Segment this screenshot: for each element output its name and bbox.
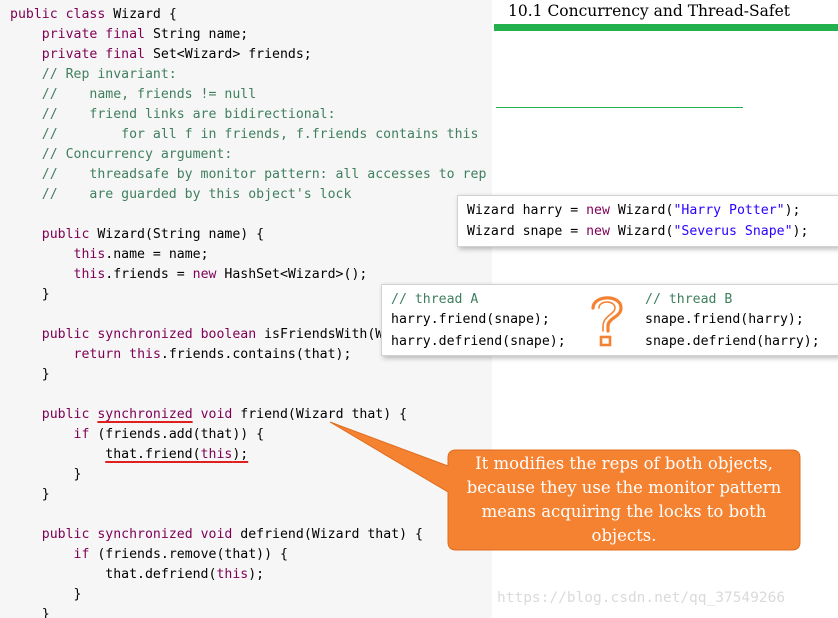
code-line: // name, friends != null (41, 87, 257, 102)
code-line: that.friend(this); (105, 447, 249, 462)
thread-b-comment: // thread B (645, 292, 733, 307)
code-line: } (10, 467, 82, 482)
code-string: "Severus Snape" (673, 224, 793, 239)
thread-a-comment: // thread A (391, 292, 479, 307)
header-accent-bar (494, 24, 838, 31)
thread-a-line1: harry.friend(snape); (391, 312, 550, 327)
thread-b-line1: snape.friend(harry); (645, 312, 804, 327)
code-keyword: new (586, 224, 610, 239)
divider-line (496, 107, 743, 108)
code-line-harry: Wizard harry = new Wizard("Harry Potter"… (467, 200, 801, 221)
code-line-snape: Wizard snape = new Wizard("Severus Snape… (467, 221, 808, 242)
code-line: // are guarded by this object's lock (41, 187, 352, 202)
section-title: 10.1 Concurrency and Thread-Safet (508, 2, 790, 20)
code-text: Wizard( (609, 203, 674, 218)
code-line: // threadsafe by monitor pattern: all ac… (41, 167, 487, 182)
code-line: public Wizard(String name) { (41, 227, 265, 242)
code-line: } (10, 367, 50, 382)
code-line: if (friends.add(that)) { (73, 427, 265, 442)
code-line: // for all f in friends, f.friends conta… (41, 127, 479, 142)
question-mark-icon (591, 296, 623, 347)
thread-a-line2: harry.defriend(snape); (391, 334, 566, 349)
watermark: https://blog.csdn.net/qq_37549266 (497, 590, 786, 606)
wizards-code-box: Wizard harry = new Wizard("Harry Potter"… (457, 195, 838, 247)
code-text: ); (792, 224, 809, 239)
code-line: // Concurrency argument: (41, 147, 233, 162)
code-keyword: new (586, 203, 610, 218)
code-text: Wizard harry = (467, 203, 587, 218)
code-line: return this.friends.contains(that); (73, 347, 352, 362)
code-line: } (10, 487, 50, 502)
thread-b-line2: snape.defriend(harry); (645, 334, 820, 349)
code-line: public synchronized void defriend(Wizard… (41, 527, 423, 542)
callout-label: It modifies the reps of both objects, be… (466, 454, 782, 545)
code-line: } (10, 607, 50, 618)
code-line: private final String name; (41, 27, 249, 42)
code-line: } (10, 287, 50, 302)
code-line: // friend links are bidirectional: (41, 107, 336, 122)
code-line: this.friends = new HashSet<Wizard>(); (73, 267, 368, 282)
code-line: that.defriend(this); (10, 567, 265, 582)
code-line: this.name = name; (73, 247, 209, 262)
code-line: if (friends.remove(that)) { (73, 547, 288, 562)
code-text: Wizard( (609, 224, 674, 239)
callout-text: It modifies the reps of both objects, be… (448, 450, 800, 550)
code-string: "Harry Potter" (673, 203, 785, 218)
code-text: ); (784, 203, 801, 218)
code-line: public class Wizard { (10, 7, 177, 22)
code-line: public synchronized void friend(Wizard t… (41, 407, 408, 422)
code-text: Wizard snape = (467, 224, 587, 239)
code-line: private final Set<Wizard> friends; (41, 47, 312, 62)
code-line: } (10, 587, 82, 602)
code-line: // Rep invariant: (41, 67, 177, 82)
